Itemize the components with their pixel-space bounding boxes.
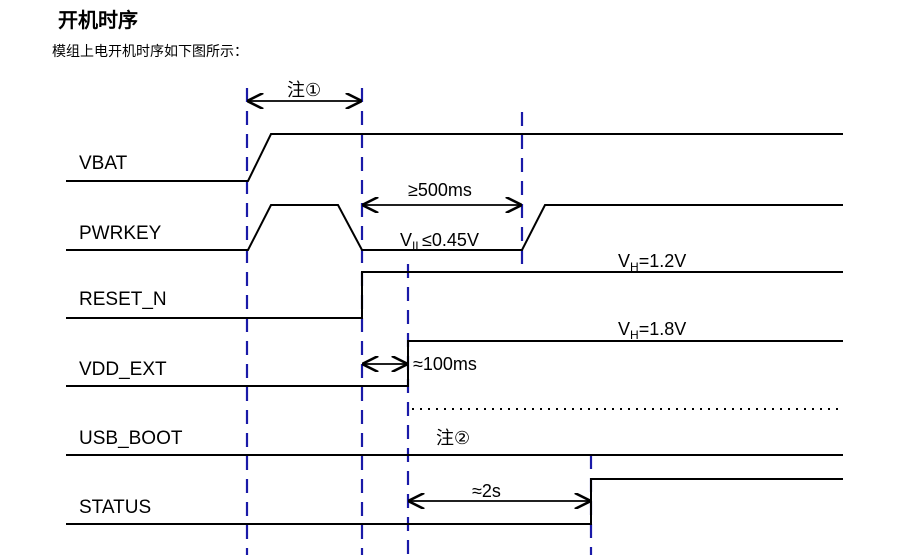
signal-label-vbat: VBAT (79, 153, 128, 174)
signal-label-pwrkey: PWRKEY (79, 223, 162, 244)
waveform-vbat (66, 133, 843, 182)
note2-label: 注② (436, 428, 470, 448)
waveform-pwrkey (66, 204, 843, 251)
page-title: 开机时序 (58, 8, 138, 32)
waveform-vdd-ext (66, 340, 843, 387)
signal-label-usb-boot: USB_BOOT (79, 428, 183, 449)
signal-label-status: STATUS (79, 497, 151, 518)
vdd-delay-label: ≈100ms (413, 354, 477, 374)
vdd-vh-label: VH=1.8V (618, 319, 686, 342)
vil-threshold-label: VIL≤0.45V (400, 230, 479, 253)
status-delay-label: ≈2s (472, 481, 501, 501)
note1-label: 注① (287, 80, 321, 100)
pwrkey-release-time: ≥500ms (408, 180, 472, 200)
waveform-status (66, 478, 843, 525)
page-subtitle: 模组上电开机时序如下图所示： (52, 44, 248, 60)
signal-label-vdd-ext: VDD_EXT (79, 359, 167, 380)
signal-label-reset-n: RESET_N (79, 289, 167, 310)
waveform-reset-n (66, 271, 843, 319)
reset-vh-label: VH=1.2V (618, 251, 686, 274)
